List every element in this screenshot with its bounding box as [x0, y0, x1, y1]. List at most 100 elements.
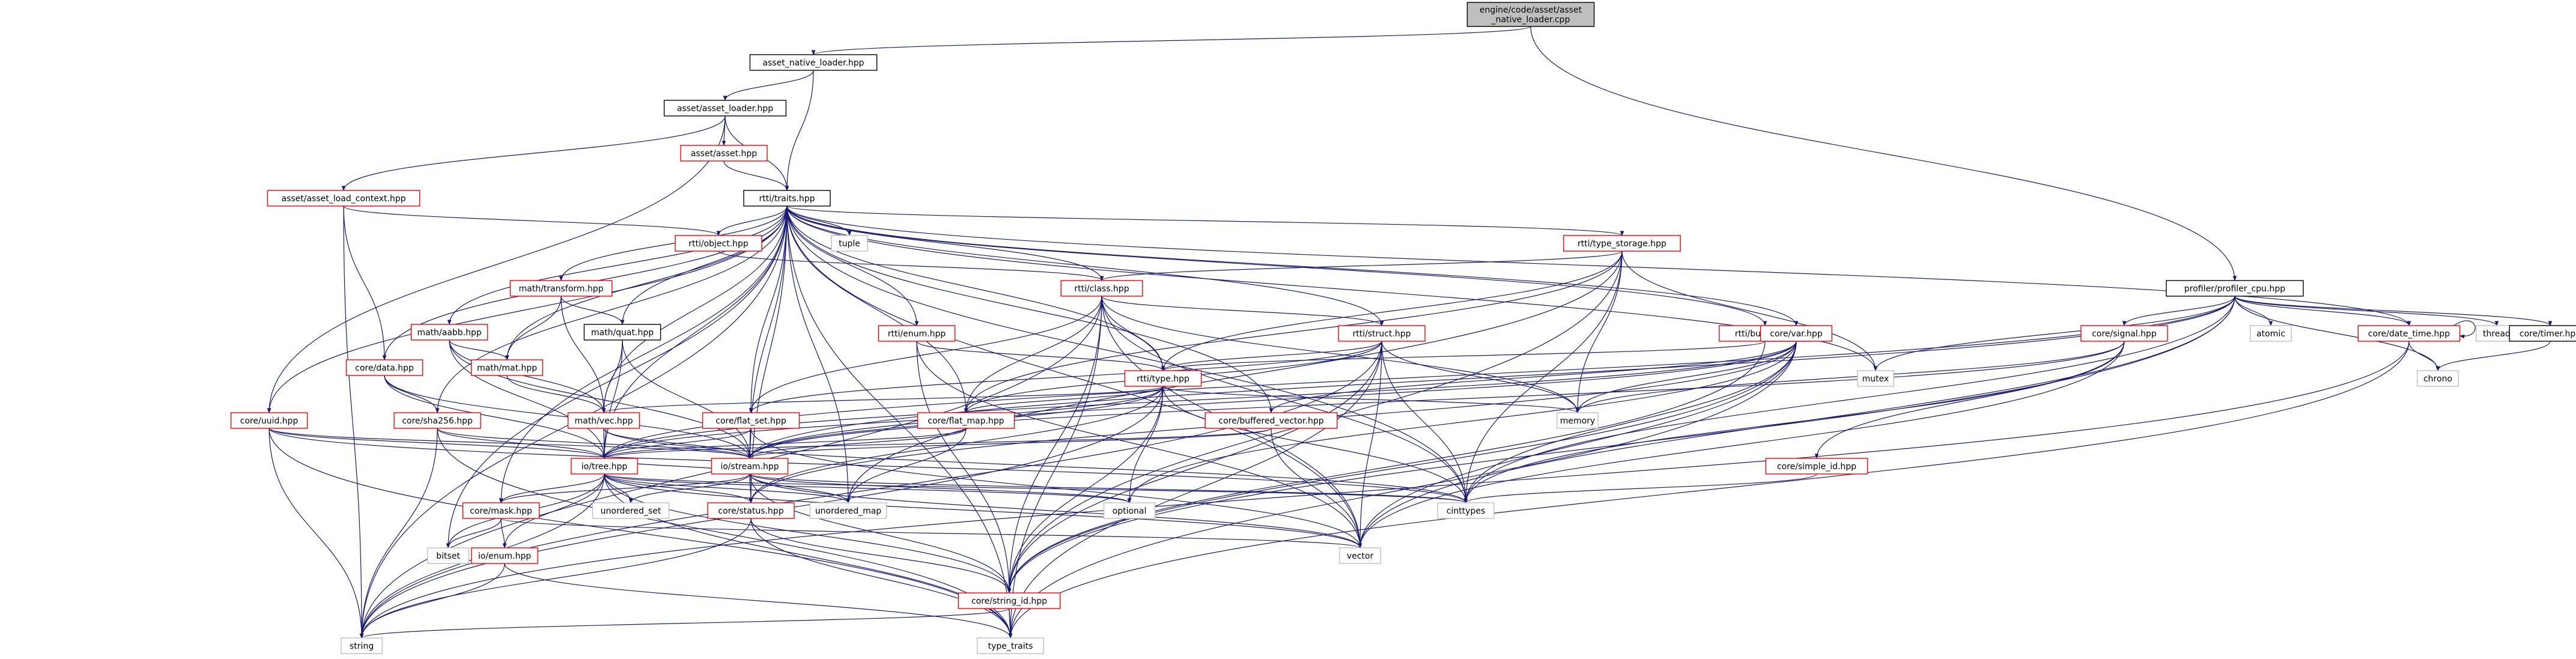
node-date-time[interactable]: core/date_time.hpp: [2357, 325, 2461, 342]
node-cinttypes: cinttypes: [1437, 502, 1495, 519]
edge-profiler-to-thread: [2234, 296, 2499, 326]
node-label: core/sha256.hpp: [402, 416, 473, 426]
node-asset[interactable]: asset/asset.hpp: [680, 145, 768, 162]
node-label: mutex: [1862, 374, 1889, 384]
node-io-stream[interactable]: io/stream.hpp: [711, 458, 789, 475]
node-timer[interactable]: core/timer.hpp: [2509, 325, 2576, 342]
node-label: _native_loader.cpp: [1491, 15, 1570, 25]
node-label: rtti/object.hpp: [688, 239, 749, 249]
node-io-enum[interactable]: io/enum.hpp: [471, 547, 538, 564]
node-box: [958, 592, 1061, 609]
node-label: core/flat_set.hpp: [715, 416, 786, 426]
node-load-context[interactable]: asset/asset_load_context.hpp: [267, 190, 421, 207]
edge-profiler-to-timer: [2234, 296, 2553, 326]
node-string-id[interactable]: core/string_id.hpp: [958, 592, 1061, 609]
edge-traits-to-vector: [786, 205, 1362, 548]
node-box: [567, 412, 640, 429]
node-var[interactable]: core/var.hpp: [1760, 325, 1833, 342]
node-box: [1437, 502, 1495, 519]
edge-io-tree-to-unordered-map: [604, 473, 851, 503]
edge-traits-to-bitset: [446, 205, 788, 548]
edge-profiler-to-string-id: [1007, 296, 2235, 594]
edge-buffered-vector-to-io-tree: [602, 428, 1272, 459]
node-box: [917, 412, 1015, 429]
edge-signal-to-simple-id: [1814, 341, 2125, 459]
node-box: [592, 502, 670, 519]
node-string: string: [341, 637, 383, 654]
node-box: [583, 324, 661, 341]
node-traits[interactable]: rtti/traits.hpp: [743, 190, 831, 207]
edge-type-storage-to-rtti-type: [1161, 251, 1623, 371]
edge-io-tree-to-mask: [499, 473, 605, 503]
node-optional: optional: [1103, 502, 1156, 519]
edge-asset-loader-to-load-context: [341, 115, 726, 191]
edge-io-tree-to-optional: [604, 473, 1132, 503]
edge-traits-to-type-traits: [786, 205, 1013, 639]
node-root[interactable]: engine/code/asset/asset_native_loader.cp…: [1466, 2, 1595, 27]
node-box: [831, 235, 868, 252]
edge-native-loader-to-traits: [785, 70, 814, 191]
node-mat[interactable]: math/mat.hpp: [470, 359, 544, 376]
node-chrono: chrono: [2417, 370, 2459, 387]
node-memory: memory: [1557, 412, 1599, 429]
node-vec[interactable]: math/vec.hpp: [567, 412, 640, 429]
node-object[interactable]: rtti/object.hpp: [675, 235, 762, 252]
node-native-loader[interactable]: asset_native_loader.hpp: [749, 54, 878, 71]
node-box: [2250, 325, 2292, 342]
edge-load-context-to-data: [343, 205, 387, 360]
node-buffered-vector[interactable]: core/buffered_vector.hpp: [1204, 412, 1338, 429]
edge-io-tree-to-vector: [604, 473, 1362, 548]
node-profiler[interactable]: profiler/profiler_cpu.hpp: [2166, 280, 2304, 297]
node-box: [1338, 325, 1426, 342]
edge-profiler-to-mutex: [1873, 296, 2235, 371]
edge-traits-to-date-time: [786, 205, 2411, 326]
node-asset-loader[interactable]: asset/asset_loader.hpp: [663, 100, 787, 117]
node-box: [1060, 280, 1143, 297]
node-box: [749, 54, 878, 71]
edge-object-to-rtti-class: [718, 251, 1104, 281]
node-sha256[interactable]: core/sha256.hpp: [393, 412, 481, 429]
node-simple-id[interactable]: core/simple_id.hpp: [1765, 458, 1868, 475]
node-aabb[interactable]: math/aabb.hpp: [410, 324, 488, 341]
node-quat[interactable]: math/quat.hpp: [583, 324, 661, 341]
node-box: [509, 280, 613, 297]
edge-rtti-type-to-io-tree: [602, 386, 1164, 459]
edge-var-to-buffered-vector: [1269, 341, 1797, 413]
edge-var-to-memory: [1575, 341, 1797, 413]
node-label: atomic: [2256, 329, 2285, 339]
edge-load-context-to-object: [343, 205, 721, 236]
edge-builtin-to-rtti-type: [1161, 341, 1766, 371]
node-label: asset_native_loader.hpp: [762, 58, 864, 68]
node-rtti-struct[interactable]: rtti/struct.hpp: [1338, 325, 1426, 342]
node-flat-map[interactable]: core/flat_map.hpp: [917, 412, 1015, 429]
edge-traits-to-rtti-class: [786, 205, 1104, 281]
node-box: [267, 190, 421, 207]
edge-transform-to-mat: [505, 296, 562, 360]
edge-traits-to-aabb: [447, 205, 788, 325]
edge-traits-to-var: [786, 205, 1799, 326]
node-flat-set[interactable]: core/flat_set.hpp: [702, 412, 800, 429]
node-rtti-type[interactable]: rtti/type.hpp: [1124, 370, 1202, 387]
node-label: io/tree.hpp: [582, 462, 628, 472]
edge-io-tree-to-type-traits: [604, 473, 1013, 639]
node-label: core/data.hpp: [355, 363, 414, 373]
node-mask[interactable]: core/mask.hpp: [462, 502, 540, 519]
node-transform[interactable]: math/transform.hpp: [509, 280, 613, 297]
node-label: core/flat_map.hpp: [928, 416, 1004, 426]
node-data[interactable]: core/data.hpp: [345, 359, 424, 376]
edge-flat-set-to-vector: [750, 428, 1362, 548]
edge-signal-to-cinttypes: [1463, 341, 2125, 503]
node-status[interactable]: core/status.hpp: [707, 502, 795, 519]
node-io-tree[interactable]: io/tree.hpp: [571, 458, 638, 475]
node-signal[interactable]: core/signal.hpp: [2080, 325, 2168, 342]
edge-profiler-to-chrono: [2234, 296, 2440, 371]
node-uuid[interactable]: core/uuid.hpp: [230, 412, 308, 429]
node-rtti-enum[interactable]: rtti/enum.hpp: [878, 325, 956, 342]
edge-traits-to-rtti-enum: [786, 205, 919, 326]
node-atomic: atomic: [2250, 325, 2292, 342]
node-label: core/string_id.hpp: [971, 597, 1047, 606]
edge-traits-to-io-tree: [602, 205, 788, 459]
node-rtti-class[interactable]: rtti/class.hpp: [1060, 280, 1143, 297]
node-type-storage[interactable]: rtti/type_storage.hpp: [1563, 235, 1681, 252]
